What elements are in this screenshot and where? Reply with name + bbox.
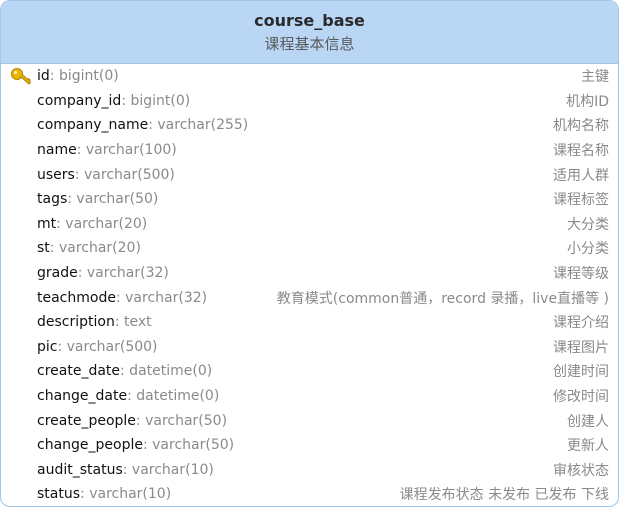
column-comment: 课程标签 — [553, 192, 609, 209]
column-row-id[interactable]: id: bigint(0) 主键 — [1, 64, 618, 89]
table-comment: 课程基本信息 — [264, 35, 355, 53]
column-name: users — [37, 166, 75, 183]
column-comment: 课程等级 — [553, 266, 609, 283]
key-slot — [1, 285, 37, 310]
table-header[interactable]: course_base 课程基本信息 — [1, 1, 618, 64]
column-list: id: bigint(0) 主键 company_id: bigint(0) 机… — [1, 64, 618, 506]
column-name: description — [37, 314, 115, 331]
column-type: : varchar(500) — [74, 166, 175, 183]
column-type: : varchar(50) — [142, 437, 235, 454]
column-name: change_people — [37, 437, 143, 454]
key-slot — [1, 384, 37, 409]
key-slot — [1, 335, 37, 360]
column-type: : varchar(20) — [49, 240, 141, 257]
column-type: : varchar(100) — [76, 142, 177, 159]
column-name: id — [37, 68, 50, 85]
column-comment: 机构ID — [566, 93, 609, 110]
column-comment: 主键 — [581, 69, 609, 86]
column-name: status — [37, 486, 81, 503]
column-row-company_id[interactable]: company_id: bigint(0) 机构ID — [1, 89, 618, 114]
column-name: create_date — [37, 363, 121, 380]
column-type: : bigint(0) — [49, 68, 119, 85]
key-slot — [1, 310, 37, 335]
column-name: company_id — [37, 92, 122, 109]
primary-key-icon — [11, 68, 31, 85]
column-type: : varchar(32) — [77, 265, 169, 282]
column-row-description[interactable]: description: text 课程介绍 — [1, 310, 618, 335]
column-type: : datetime(0) — [120, 363, 213, 380]
key-slot — [1, 64, 37, 89]
column-type: : bigint(0) — [121, 92, 191, 109]
column-name: grade — [37, 265, 78, 282]
column-name: st — [37, 240, 50, 257]
column-type: : varchar(10) — [122, 461, 214, 478]
column-row-create_people[interactable]: create_people: varchar(50) 创建人 — [1, 408, 618, 433]
key-slot — [1, 261, 37, 286]
column-comment: 创建时间 — [553, 364, 609, 381]
column-row-change_date[interactable]: change_date: datetime(0) 修改时间 — [1, 384, 618, 409]
key-slot — [1, 408, 37, 433]
column-name: mt — [37, 215, 57, 232]
column-name: name — [37, 142, 77, 159]
column-comment: 更新人 — [567, 438, 609, 455]
column-row-st[interactable]: st: varchar(20) 小分类 — [1, 236, 618, 261]
column-name: teachmode — [37, 289, 116, 306]
column-type: : varchar(50) — [67, 191, 159, 208]
column-row-mt[interactable]: mt: varchar(20) 大分类 — [1, 212, 618, 237]
table-name: course_base — [254, 11, 365, 30]
column-comment: 适用人群 — [553, 167, 609, 184]
column-type: : varchar(50) — [135, 412, 228, 429]
column-name: pic — [37, 338, 58, 355]
key-slot — [1, 89, 37, 114]
column-type: : varchar(32) — [115, 289, 208, 306]
column-row-audit_status[interactable]: audit_status: varchar(10) 审核状态 — [1, 458, 618, 483]
column-row-change_people[interactable]: change_people: varchar(50) 更新人 — [1, 433, 618, 458]
column-name: change_date — [37, 388, 128, 405]
column-comment: 课程图片 — [553, 339, 609, 356]
key-slot — [1, 359, 37, 384]
column-name: create_people — [37, 412, 136, 429]
column-row-create_date[interactable]: create_date: datetime(0) 创建时间 — [1, 359, 618, 384]
column-row-users[interactable]: users: varchar(500) 适用人群 — [1, 162, 618, 187]
column-name: audit_status — [37, 461, 123, 478]
column-name: tags — [37, 191, 68, 208]
key-slot — [1, 482, 37, 506]
key-slot — [1, 162, 37, 187]
column-type: : datetime(0) — [127, 388, 220, 405]
column-name: company_name — [37, 117, 149, 134]
column-comment: 课程名称 — [553, 143, 609, 160]
column-comment: 小分类 — [567, 241, 609, 258]
column-comment: 课程发布状态 未发布 已发布 下线 — [399, 487, 609, 504]
key-slot — [1, 187, 37, 212]
column-row-grade[interactable]: grade: varchar(32) 课程等级 — [1, 261, 618, 286]
key-slot — [1, 433, 37, 458]
column-comment: 修改时间 — [553, 389, 609, 406]
column-comment: 大分类 — [567, 216, 609, 233]
column-row-teachmode[interactable]: teachmode: varchar(32) 教育模式(common普通，rec… — [1, 285, 618, 310]
column-type: : varchar(20) — [56, 215, 148, 232]
key-slot — [1, 458, 37, 483]
column-row-tags[interactable]: tags: varchar(50) 课程标签 — [1, 187, 618, 212]
column-type: : varchar(10) — [80, 486, 172, 503]
column-type: : text — [114, 314, 152, 331]
column-type: : varchar(500) — [57, 338, 158, 355]
column-comment: 机构名称 — [553, 118, 609, 135]
column-comment: 创建人 — [567, 413, 609, 430]
key-slot — [1, 113, 37, 138]
key-slot — [1, 138, 37, 163]
column-row-status[interactable]: status: varchar(10) 课程发布状态 未发布 已发布 下线 — [1, 482, 618, 506]
column-row-name[interactable]: name: varchar(100) 课程名称 — [1, 138, 618, 163]
column-row-company_name[interactable]: company_name: varchar(255) 机构名称 — [1, 113, 618, 138]
column-comment: 审核状态 — [553, 462, 609, 479]
column-type: : varchar(255) — [148, 117, 249, 134]
key-slot — [1, 236, 37, 261]
column-comment: 课程介绍 — [553, 315, 609, 332]
key-slot — [1, 212, 37, 237]
column-row-pic[interactable]: pic: varchar(500) 课程图片 — [1, 335, 618, 360]
column-comment: 教育模式(common普通，record 录播，live直播等 ) — [276, 290, 609, 307]
